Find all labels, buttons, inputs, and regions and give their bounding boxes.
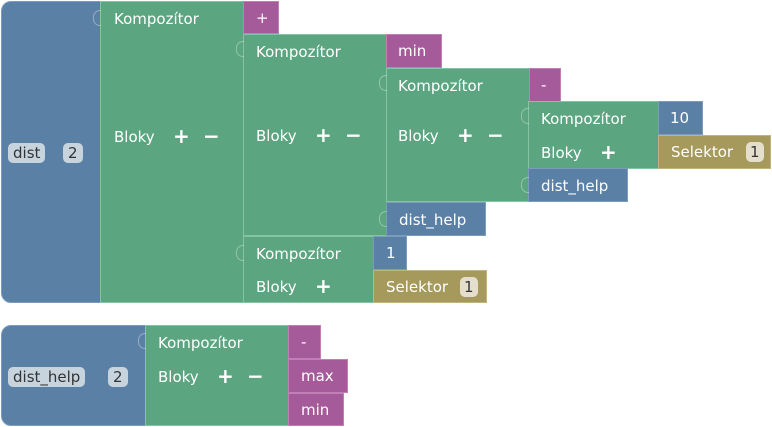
operator-label: max <box>301 367 334 385</box>
arg-count-pill[interactable]: 2 <box>108 367 128 387</box>
composer-block[interactable]: Kompozítor Bloky + <box>521 101 659 169</box>
add-block-button[interactable]: + <box>315 274 332 298</box>
composer-label: Kompozítor <box>114 10 199 28</box>
add-block-button[interactable]: + <box>457 123 474 147</box>
connector-notch <box>379 75 387 91</box>
connector-notch <box>236 245 244 261</box>
composer-label: Kompozítor <box>256 43 341 61</box>
composer-label: Kompozítor <box>398 77 483 95</box>
function-name-pill[interactable]: dist <box>8 143 46 163</box>
operator-block-minus[interactable]: - <box>288 325 321 359</box>
function-block-dist[interactable]: dist 2 <box>1 1 101 303</box>
function-name-pill[interactable]: dist_help <box>8 367 86 387</box>
operator-label: min <box>301 401 330 419</box>
blocks-label: Bloky <box>158 368 199 386</box>
blocks-label: Bloky <box>256 127 297 145</box>
remove-block-button[interactable]: − <box>345 123 362 147</box>
call-block-dist-help[interactable]: dist_help <box>379 202 486 236</box>
call-block-dist-help[interactable]: dist_help <box>521 168 628 202</box>
number-block-10[interactable]: 10 <box>658 101 703 135</box>
selector-label: Selektor <box>671 143 734 161</box>
call-label: dist_help <box>399 211 467 229</box>
operator-label: - <box>301 333 307 351</box>
add-block-button[interactable]: + <box>173 124 190 148</box>
connector-notch <box>379 211 387 227</box>
operator-label: min <box>398 42 427 60</box>
composer-block[interactable]: Kompozítor Bloky + <box>236 236 374 303</box>
function-block-dist-help[interactable]: dist_help 2 <box>1 325 146 426</box>
composer-block[interactable]: Kompozítor Bloky + − <box>379 68 530 202</box>
connector-notch <box>236 41 244 57</box>
selector-block[interactable]: Selektor 1 <box>373 270 487 303</box>
selector-block[interactable]: Selektor 1 <box>658 135 771 169</box>
composer-block[interactable]: Kompozítor Bloky + − <box>236 34 387 236</box>
selector-value-pill[interactable]: 1 <box>746 142 764 162</box>
add-block-button[interactable]: + <box>600 140 617 164</box>
operator-label: - <box>541 76 547 94</box>
connector-notch <box>93 10 101 26</box>
connector-notch <box>138 333 146 349</box>
blocks-label: Bloky <box>398 127 439 145</box>
number-value: 10 <box>670 109 690 127</box>
blocks-label: Bloky <box>114 128 155 146</box>
number-block-1[interactable]: 1 <box>373 236 407 270</box>
number-value: 1 <box>386 244 396 262</box>
add-block-button[interactable]: + <box>315 123 332 147</box>
remove-block-button[interactable]: − <box>203 124 220 148</box>
composer-block[interactable]: Kompozítor Bloky + − <box>93 1 244 303</box>
blocks-label: Bloky <box>256 278 297 296</box>
operator-block-min[interactable]: min <box>288 393 344 426</box>
composer-label: Kompozítor <box>158 334 243 352</box>
connector-notch <box>521 108 529 124</box>
composer-label: Kompozítor <box>541 110 626 128</box>
call-label: dist_help <box>541 177 609 195</box>
remove-block-button[interactable]: − <box>247 364 264 388</box>
add-block-button[interactable]: + <box>217 364 234 388</box>
blocks-label: Bloky <box>541 144 582 162</box>
operator-block-minus[interactable]: - <box>529 68 561 102</box>
operator-block-max[interactable]: max <box>288 359 348 393</box>
selector-label: Selektor <box>386 278 449 296</box>
operator-block-plus[interactable]: + <box>243 1 279 34</box>
arg-count-pill[interactable]: 2 <box>63 143 83 163</box>
operator-block-min[interactable]: min <box>386 34 442 68</box>
operator-label: + <box>256 9 269 27</box>
selector-value-pill[interactable]: 1 <box>460 277 478 297</box>
connector-notch <box>521 177 529 193</box>
composer-label: Kompozítor <box>256 245 341 263</box>
remove-block-button[interactable]: − <box>487 123 504 147</box>
composer-block[interactable]: Kompozítor Bloky + − <box>138 325 289 426</box>
